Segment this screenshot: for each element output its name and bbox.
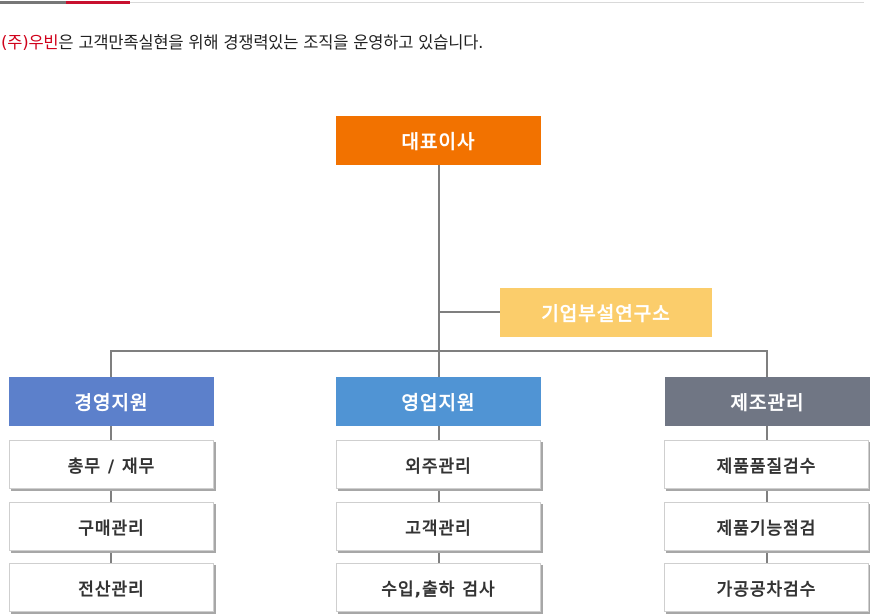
team-box: 수입,출하 검사 [336, 563, 541, 612]
team-box: 외주관리 [336, 440, 541, 489]
team-box: 가공공차검수 [664, 563, 869, 612]
connector-dept-bar [110, 350, 768, 352]
team-box: 제품기능점검 [664, 502, 869, 551]
connector-col-3 [766, 426, 768, 566]
research-lab-box: 기업부설연구소 [500, 288, 712, 337]
connector-dept-1 [110, 350, 112, 377]
top-divider-accent-dark [0, 1, 66, 4]
connector-col-1 [110, 426, 112, 566]
team-box: 전산관리 [9, 563, 214, 612]
connector-col-2 [438, 426, 440, 566]
top-divider-accent-red [66, 1, 130, 4]
team-box: 구매관리 [9, 502, 214, 551]
connector-ceo-trunk [438, 165, 440, 377]
top-divider [0, 2, 864, 3]
team-box: 고객관리 [336, 502, 541, 551]
intro-text: (주)우빈은 고객만족실현을 위해 경쟁력있는 조직을 운영하고 있습니다. [1, 29, 483, 53]
dept-box-manufacturing: 제조관리 [665, 377, 870, 426]
ceo-box: 대표이사 [336, 116, 541, 165]
intro-sentence: 은 고객만족실현을 위해 경쟁력있는 조직을 운영하고 있습니다. [58, 33, 484, 52]
dept-box-sales: 영업지원 [336, 377, 541, 426]
dept-box-management: 경영지원 [9, 377, 214, 426]
connector-dept-3 [766, 350, 768, 377]
team-box: 제품품질검수 [664, 440, 869, 489]
connector-lab-branch [439, 311, 500, 313]
company-name: (주)우빈 [1, 33, 59, 52]
team-box: 총무 / 재무 [9, 440, 214, 489]
